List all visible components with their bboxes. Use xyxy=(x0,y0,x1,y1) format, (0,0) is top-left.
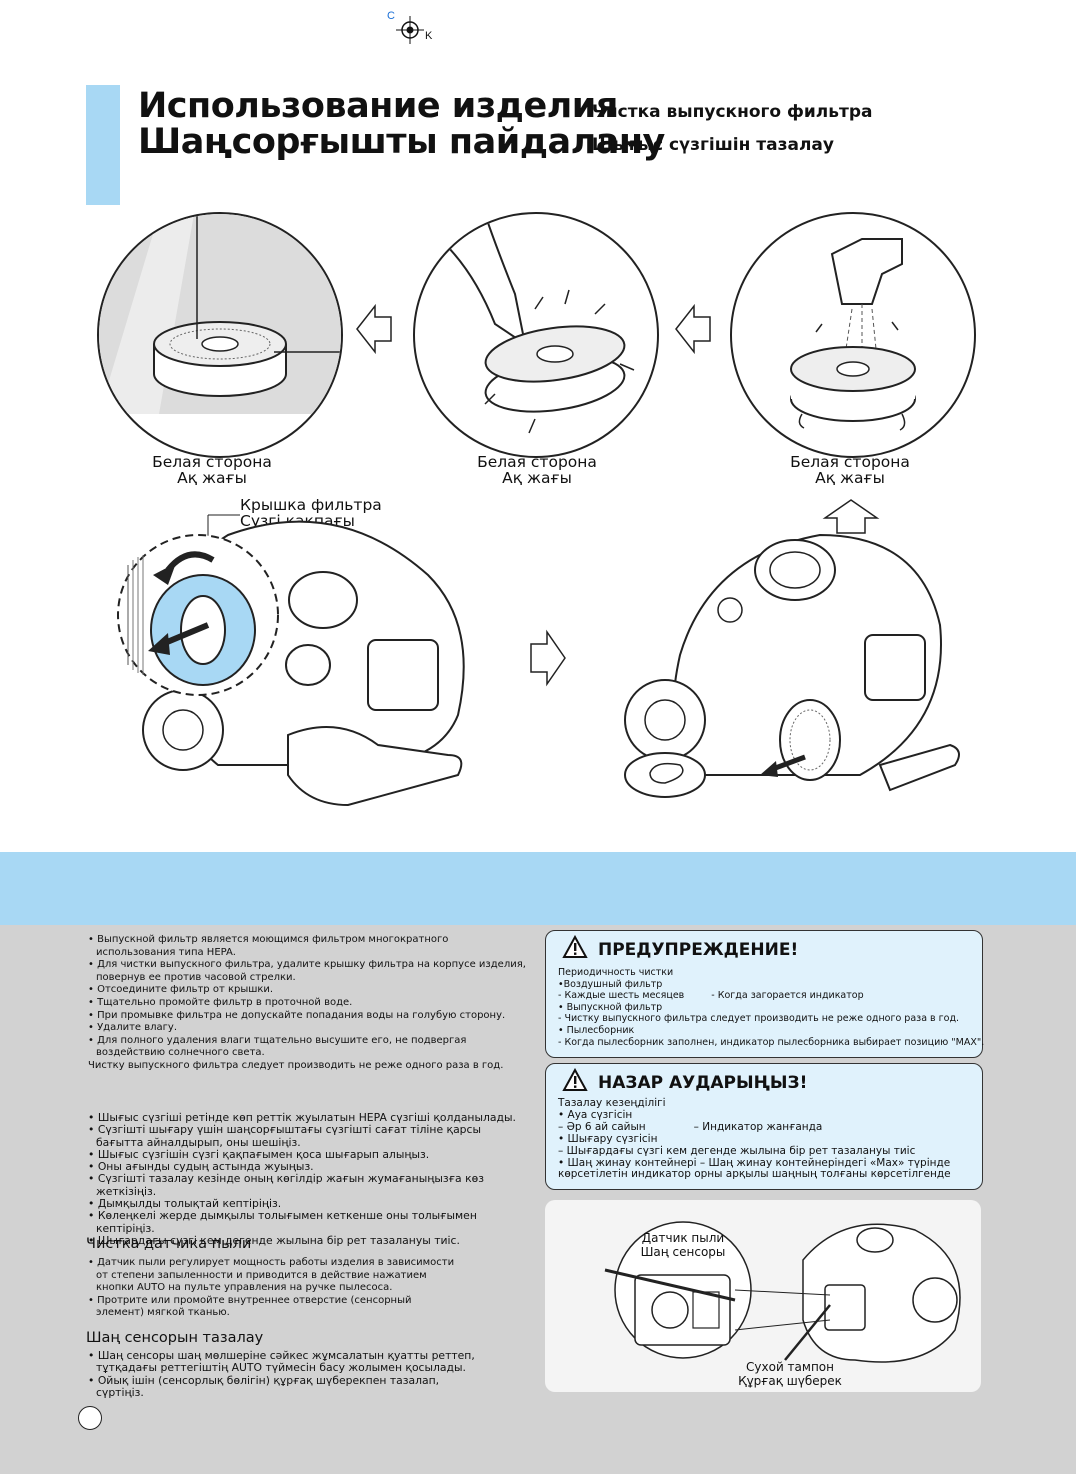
page-subtitle-kz: Шығыс сүзгішін тазалау xyxy=(592,135,834,155)
caption-white-side-2: Белая сторона Ақ жағы xyxy=(467,454,607,486)
list-item: • Тщательно промойте фильтр в проточной … xyxy=(88,996,353,1008)
caption-ru: Белая сторона xyxy=(477,453,597,471)
section-tab xyxy=(86,85,120,205)
list-item: • Для чистки выпускного фильтра, удалите… xyxy=(88,959,526,983)
page-title-ru: Использование изделия xyxy=(138,86,618,126)
page-subtitle-ru: Чистка выпускного фильтра xyxy=(592,102,873,122)
list-item: • Датчик пыли регулирует мощность работы… xyxy=(88,1257,455,1294)
warning-icon xyxy=(562,1068,588,1091)
list-item: • Удалите влагу. xyxy=(88,1022,178,1034)
step-dry-filter-illustration xyxy=(97,212,343,458)
caption-kz: Ақ жағы xyxy=(177,469,247,487)
list-item: • Протрите или промойте внутреннее отвер… xyxy=(88,1294,412,1319)
warning-icon xyxy=(562,935,588,958)
warning-lines-kz: Тазалау кезеңділігі • Ауа сүзгісін – Әр … xyxy=(558,1097,951,1181)
registration-c: C xyxy=(387,10,395,22)
registration-k: K xyxy=(425,30,433,42)
caption-white-side-1: Белая сторона Ақ жағы xyxy=(142,454,282,486)
sensor-heading-kz: Шаң сенсорын тазалау xyxy=(86,1330,264,1346)
list-item: • Шығыс сүзгішін сүзгі қақпағымен қоса ш… xyxy=(88,1147,430,1161)
sensor-label-kz: Шаң сенсоры xyxy=(640,1245,726,1259)
sensor-label: Датчик пыли Шаң сенсоры xyxy=(633,1231,733,1259)
filter-cover-label-ru: Крышка фильтра xyxy=(240,496,382,514)
step-wash-filter-illustration xyxy=(730,212,976,458)
warning-box-ru: ПРЕДУПРЕЖДЕНИЕ! Периодичность чистки •Во… xyxy=(545,930,985,1058)
swab-label-ru: Сухой тампон xyxy=(746,1360,834,1374)
warning-title-kz: НАЗАР АУДАРЫҢЫЗ! xyxy=(598,1073,808,1093)
sensor-label-ru: Датчик пыли xyxy=(641,1231,725,1245)
remove-filter-cover-illustration xyxy=(117,514,465,807)
list-item: • Для полного удаления влаги тщательно в… xyxy=(88,1034,467,1059)
step-shake-filter-illustration xyxy=(413,212,659,458)
caption-kz: Ақ жағы xyxy=(815,469,885,487)
sensor-heading-ru: Чистка датчика пыли xyxy=(86,1236,252,1252)
list-item: Чистку выпускного фильтра следует произв… xyxy=(88,1059,504,1071)
dust-sensor-illustration xyxy=(604,1221,961,1363)
swab-label-kz: Құрғақ шүберек xyxy=(738,1374,842,1388)
crosshair-icon xyxy=(396,16,424,44)
page-title-kz: Шаңсорғышты пайдалану xyxy=(138,122,665,162)
page-number-circle xyxy=(78,1406,102,1430)
arrow-left-icon xyxy=(356,303,392,355)
caption-kz: Ақ жағы xyxy=(502,469,572,487)
warning-title-ru: ПРЕДУПРЕЖДЕНИЕ! xyxy=(598,940,799,960)
arrow-up-icon xyxy=(822,499,880,534)
warning-box-kz: НАЗАР АУДАРЫҢЫЗ! Тазалау кезеңділігі • А… xyxy=(545,1063,983,1190)
caption-ru: Белая сторона xyxy=(152,453,272,471)
caption-ru: Белая сторона xyxy=(790,453,910,471)
list-item: • Шығардағы сүзгі кем дегенде жылына бір… xyxy=(88,1233,460,1247)
blue-band xyxy=(0,852,1076,925)
list-item: • Выпускной фильтр является моющимся фил… xyxy=(88,934,449,958)
list-item: • Ойық ішін (сенсорлық бөлігін) құрғақ ш… xyxy=(88,1373,440,1399)
list-item: • Шаң сенсоры шаң мөлшеріне сәйкес жұмса… xyxy=(88,1349,475,1375)
list-item: • Отсоедините фильтр от крышки. xyxy=(88,984,274,996)
sensor-kz-list: • Шаң сенсоры шаң мөлшеріне сәйкес жұмса… xyxy=(86,1349,486,1399)
instructions-ru-list: • Выпускной фильтр является моющимся фил… xyxy=(86,934,526,1073)
arrow-left-icon xyxy=(675,303,711,355)
list-item: • При промывке фильтра не допускайте поп… xyxy=(88,1009,506,1021)
registration-mark: C K xyxy=(383,10,443,46)
list-item: • Дымқылды толықтай кептіріңіз. xyxy=(88,1197,282,1211)
list-item: • Шығыс сүзгіші ретінде көп реттік жуыла… xyxy=(88,1111,516,1124)
caption-white-side-3: Белая сторона Ақ жағы xyxy=(780,454,920,486)
swab-label: Сухой тампон Құрғақ шүберек xyxy=(735,1360,845,1388)
list-item: • Оны ағынды судың астында жуыңыз. xyxy=(88,1160,314,1174)
sensor-ru-list: • Датчик пыли регулирует мощность работы… xyxy=(86,1257,456,1320)
remove-filter-illustration xyxy=(624,533,960,798)
list-item: • Сүзгішті тазалау кезінде оның көгілдір… xyxy=(88,1172,484,1198)
sensor-figure-box: Датчик пыли Шаң сенсоры Сухой тампон Құр… xyxy=(545,1200,981,1392)
list-item: • Көлеңкелі жерде дымқылы толығымен кетк… xyxy=(88,1209,477,1235)
warning-lines-ru: Периодичность чистки •Воздушный фильтр -… xyxy=(558,967,985,1048)
arrow-right-icon xyxy=(530,629,566,687)
instructions-kz-list: • Шығыс сүзгіші ретінде көп реттік жуыла… xyxy=(86,1111,526,1247)
list-item: • Сүзгішті шығару үшін шаңсорғыштағы сүз… xyxy=(88,1123,482,1149)
